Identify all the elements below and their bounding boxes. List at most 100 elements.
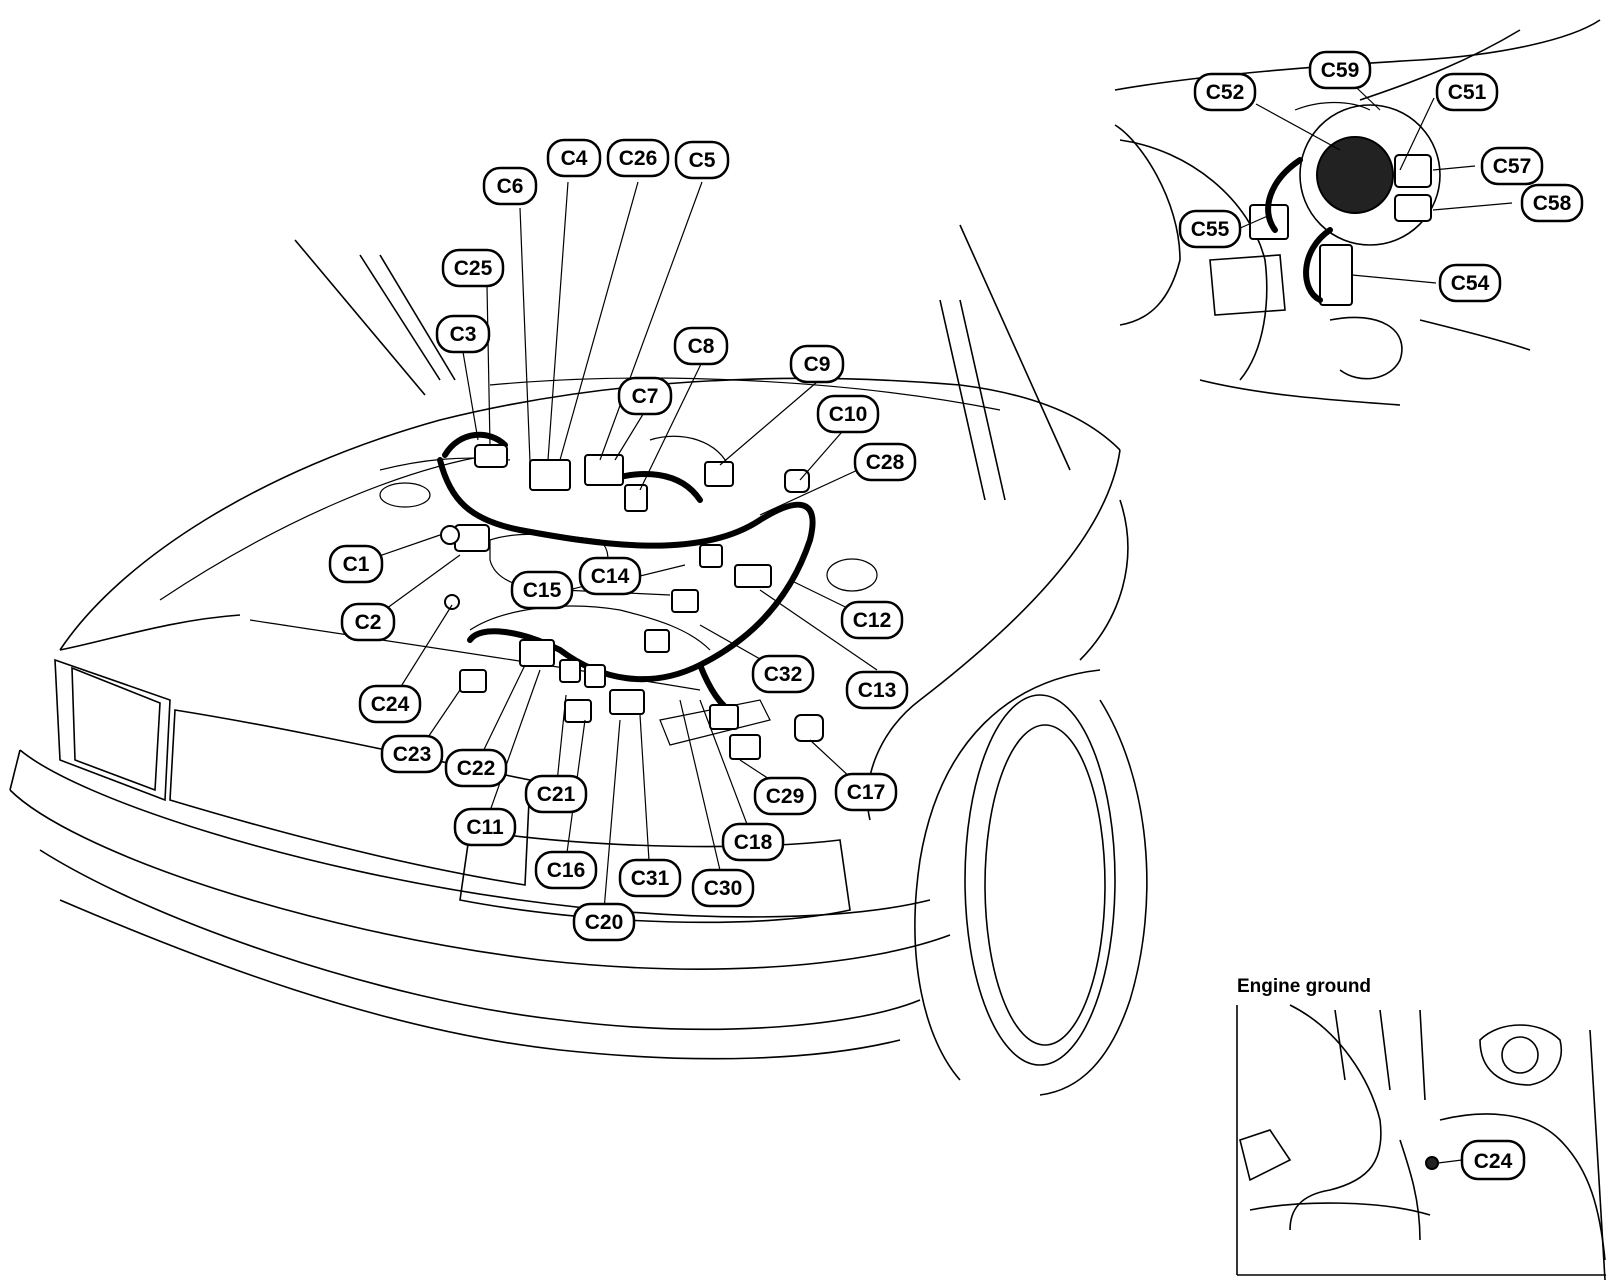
- callout-c21: C21: [524, 774, 588, 814]
- callout-c5: C5: [674, 140, 730, 180]
- callout-c10: C10: [816, 394, 880, 434]
- callout-c26: C26: [606, 138, 670, 178]
- engine-ground-title: Engine ground: [1237, 976, 1371, 997]
- callout-box: [674, 140, 730, 180]
- callout-box: [444, 748, 508, 788]
- callout-label: C24: [371, 693, 410, 716]
- callout-box: [578, 556, 642, 596]
- callout-label: C54: [1451, 272, 1490, 295]
- callout-label: C51: [1448, 81, 1487, 104]
- callout-c25: C25: [441, 248, 505, 288]
- callout-c11: C11: [453, 807, 517, 847]
- callout-c24: C24: [358, 684, 422, 724]
- callout-label: C10: [829, 403, 868, 426]
- callout-box: [789, 344, 845, 384]
- callout-box: [840, 600, 904, 640]
- callout-box: [834, 772, 898, 812]
- callout-label: C32: [764, 663, 803, 686]
- callout-label: C13: [858, 679, 897, 702]
- callout-label: C24: [1474, 1150, 1513, 1173]
- callout-label: C8: [688, 335, 715, 358]
- callout-c1: C1: [328, 544, 384, 584]
- callout-label: C22: [457, 757, 496, 780]
- callout-box: [853, 442, 917, 482]
- callout-c57: C57: [1480, 146, 1544, 186]
- callout-box: [1308, 50, 1372, 90]
- callout-box: [546, 138, 602, 178]
- callout-box: [572, 902, 636, 942]
- callout-label: C3: [450, 323, 477, 346]
- callout-label: C18: [734, 831, 773, 854]
- callout-label: C17: [847, 781, 886, 804]
- callout-label: C28: [866, 451, 905, 474]
- callout-c17: C17: [834, 772, 898, 812]
- callout-c20: C20: [572, 902, 636, 942]
- callout-label: C58: [1533, 192, 1572, 215]
- callout-label: C11: [466, 816, 504, 839]
- callout-c30: C30: [691, 868, 755, 908]
- callout-box: [482, 166, 538, 206]
- callout-box: [380, 734, 444, 774]
- callout-c59: C59: [1308, 50, 1372, 90]
- callout-label: C25: [454, 257, 493, 280]
- callout-c23: C23: [380, 734, 444, 774]
- callout-label: C9: [804, 353, 831, 376]
- callout-c12: C12: [840, 600, 904, 640]
- callout-box: [845, 670, 909, 710]
- engine-ground-inset: Engine ground: [1236, 976, 1606, 1281]
- callout-c7: C7: [617, 376, 673, 416]
- callout-c32: C32: [751, 654, 815, 694]
- callout-c52: C52: [1193, 72, 1257, 112]
- callout-c14: C14: [578, 556, 642, 596]
- callout-box: [617, 376, 673, 416]
- callout-box: [435, 314, 491, 354]
- callout-box: [753, 776, 817, 816]
- callout-box: [1435, 72, 1499, 112]
- callout-label: C26: [619, 147, 658, 170]
- callout-c16: C16: [534, 850, 598, 890]
- callout-label: C20: [585, 911, 624, 934]
- callout-box: [1520, 183, 1584, 223]
- callout-label: C55: [1191, 218, 1230, 241]
- callout-box: [1460, 1139, 1526, 1181]
- callout-c15: C15: [510, 570, 574, 610]
- callout-label: C14: [591, 565, 630, 588]
- callout-box: [691, 868, 755, 908]
- callout-box: [721, 822, 785, 862]
- callout-box: [1480, 146, 1544, 186]
- callout-label: C2: [355, 611, 382, 634]
- callout-label: C31: [631, 867, 670, 890]
- callout-box: [673, 326, 729, 366]
- callout-box: [328, 544, 384, 584]
- callout-c58: C58: [1520, 183, 1584, 223]
- callout-label: C5: [689, 149, 716, 172]
- callout-c22: C22: [444, 748, 508, 788]
- dashboard-inset: [1114, 19, 1601, 406]
- callout-c4: C4: [546, 138, 602, 178]
- callout-box: [340, 602, 396, 642]
- callout-box: [816, 394, 880, 434]
- callout-box: [618, 858, 682, 898]
- callout-label: C30: [704, 877, 743, 900]
- callout-label: C21: [537, 783, 576, 806]
- callout-label: C16: [547, 859, 586, 882]
- callout-box: [524, 774, 588, 814]
- callout-c13: C13: [845, 670, 909, 710]
- callout-c6: C6: [482, 166, 538, 206]
- callout-label: C7: [632, 385, 659, 408]
- callout-label: C23: [393, 743, 432, 766]
- callout-box: [1178, 209, 1242, 249]
- callout-c28: C28: [853, 442, 917, 482]
- callout-label: C15: [523, 579, 562, 602]
- callout-label: C4: [561, 147, 588, 170]
- connector-bodies: [440, 444, 824, 760]
- callout-c18: C18: [721, 822, 785, 862]
- callout-c29: C29: [753, 776, 817, 816]
- callout-box: [510, 570, 574, 610]
- callout-box: [358, 684, 422, 724]
- callout-c3: C3: [435, 314, 491, 354]
- callout-box: [606, 138, 670, 178]
- callout-box: [1193, 72, 1257, 112]
